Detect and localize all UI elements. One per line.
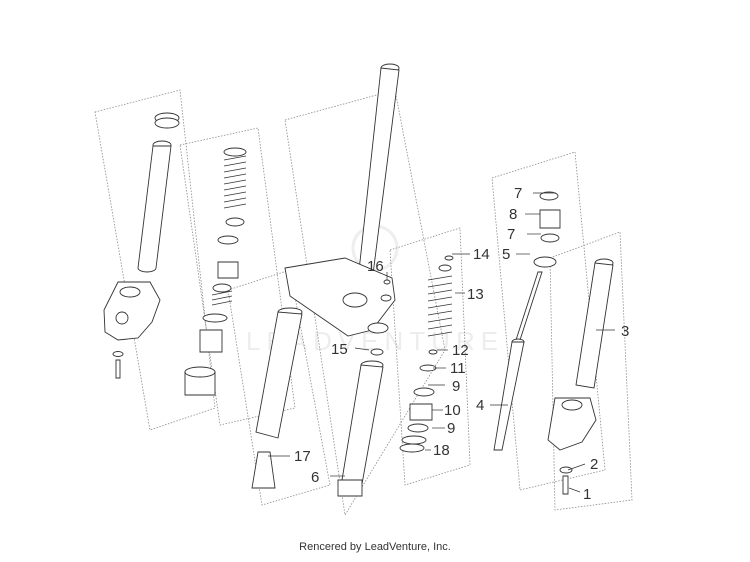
callout-4: 4	[476, 397, 484, 414]
callout-5: 5	[502, 246, 510, 263]
callout-3: 3	[621, 323, 629, 340]
callout-14: 14	[473, 246, 490, 263]
damper-cartridge	[493, 191, 561, 451]
footer-credit: Rencered by LeadVenture, Inc.	[299, 541, 451, 553]
callout-1: 1	[583, 486, 591, 503]
leader-lines	[268, 192, 615, 493]
callout-18: 18	[433, 442, 450, 459]
callout-13: 13	[467, 286, 484, 303]
callout-10: 10	[444, 402, 461, 419]
callout-9-upper: 9	[452, 378, 460, 395]
callout-8: 8	[509, 206, 517, 223]
assembly-frame-spring-right	[389, 227, 471, 486]
callout-17: 17	[294, 448, 311, 465]
steering-stem	[284, 63, 400, 356]
callout-2: 2	[590, 456, 598, 473]
assembly-frame-center	[227, 269, 331, 506]
callout-labels: 1 2 3 4 5 6 7 8 7 9 10 9 11 12 13 14 15 …	[294, 185, 629, 503]
right-spring-stack	[399, 255, 454, 453]
callout-16: 16	[367, 258, 384, 275]
callout-7-bottom: 7	[507, 226, 515, 243]
callout-7-top: 7	[514, 185, 522, 202]
callout-9-lower: 9	[447, 420, 455, 437]
right-fork-leg	[547, 258, 614, 495]
right-inner-tube	[337, 360, 384, 497]
callout-6: 6	[311, 469, 319, 486]
left-spring-stack	[184, 147, 247, 396]
left-fork-leg	[103, 112, 180, 379]
callout-11: 11	[450, 360, 466, 377]
callout-15: 15	[331, 341, 348, 358]
left-inner-tube	[251, 307, 303, 489]
callout-12: 12	[452, 342, 469, 359]
